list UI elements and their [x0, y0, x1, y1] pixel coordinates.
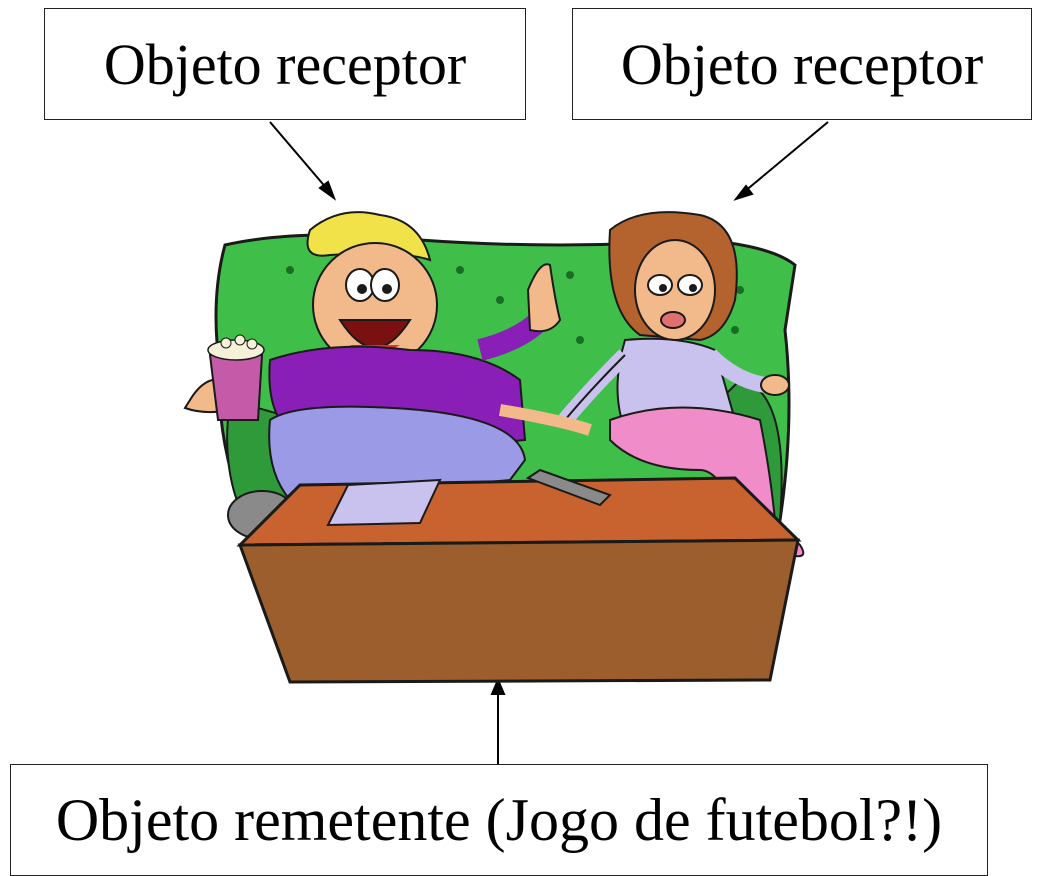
man-figure: [183, 211, 592, 502]
arrow-to-woman: [733, 121, 829, 201]
popcorn-cup: [207, 334, 265, 421]
coffee-table: [236, 476, 802, 684]
magazine: [326, 478, 442, 527]
receiver-label-right-text: Objeto receptor: [620, 31, 984, 97]
sender-label-text: Objeto remetente (Jogo de futebol?!): [55, 786, 943, 853]
remote-control: [525, 468, 612, 507]
arrow-to-man: [269, 121, 337, 201]
receiver-label-left-text: Objeto receptor: [103, 31, 467, 97]
receiver-label-right: Objeto receptor: [572, 8, 1032, 120]
sender-label: Objeto remetente (Jogo de futebol?!): [10, 764, 988, 876]
receiver-label-left: Objeto receptor: [44, 8, 526, 120]
arrow-from-sender: [490, 677, 506, 764]
